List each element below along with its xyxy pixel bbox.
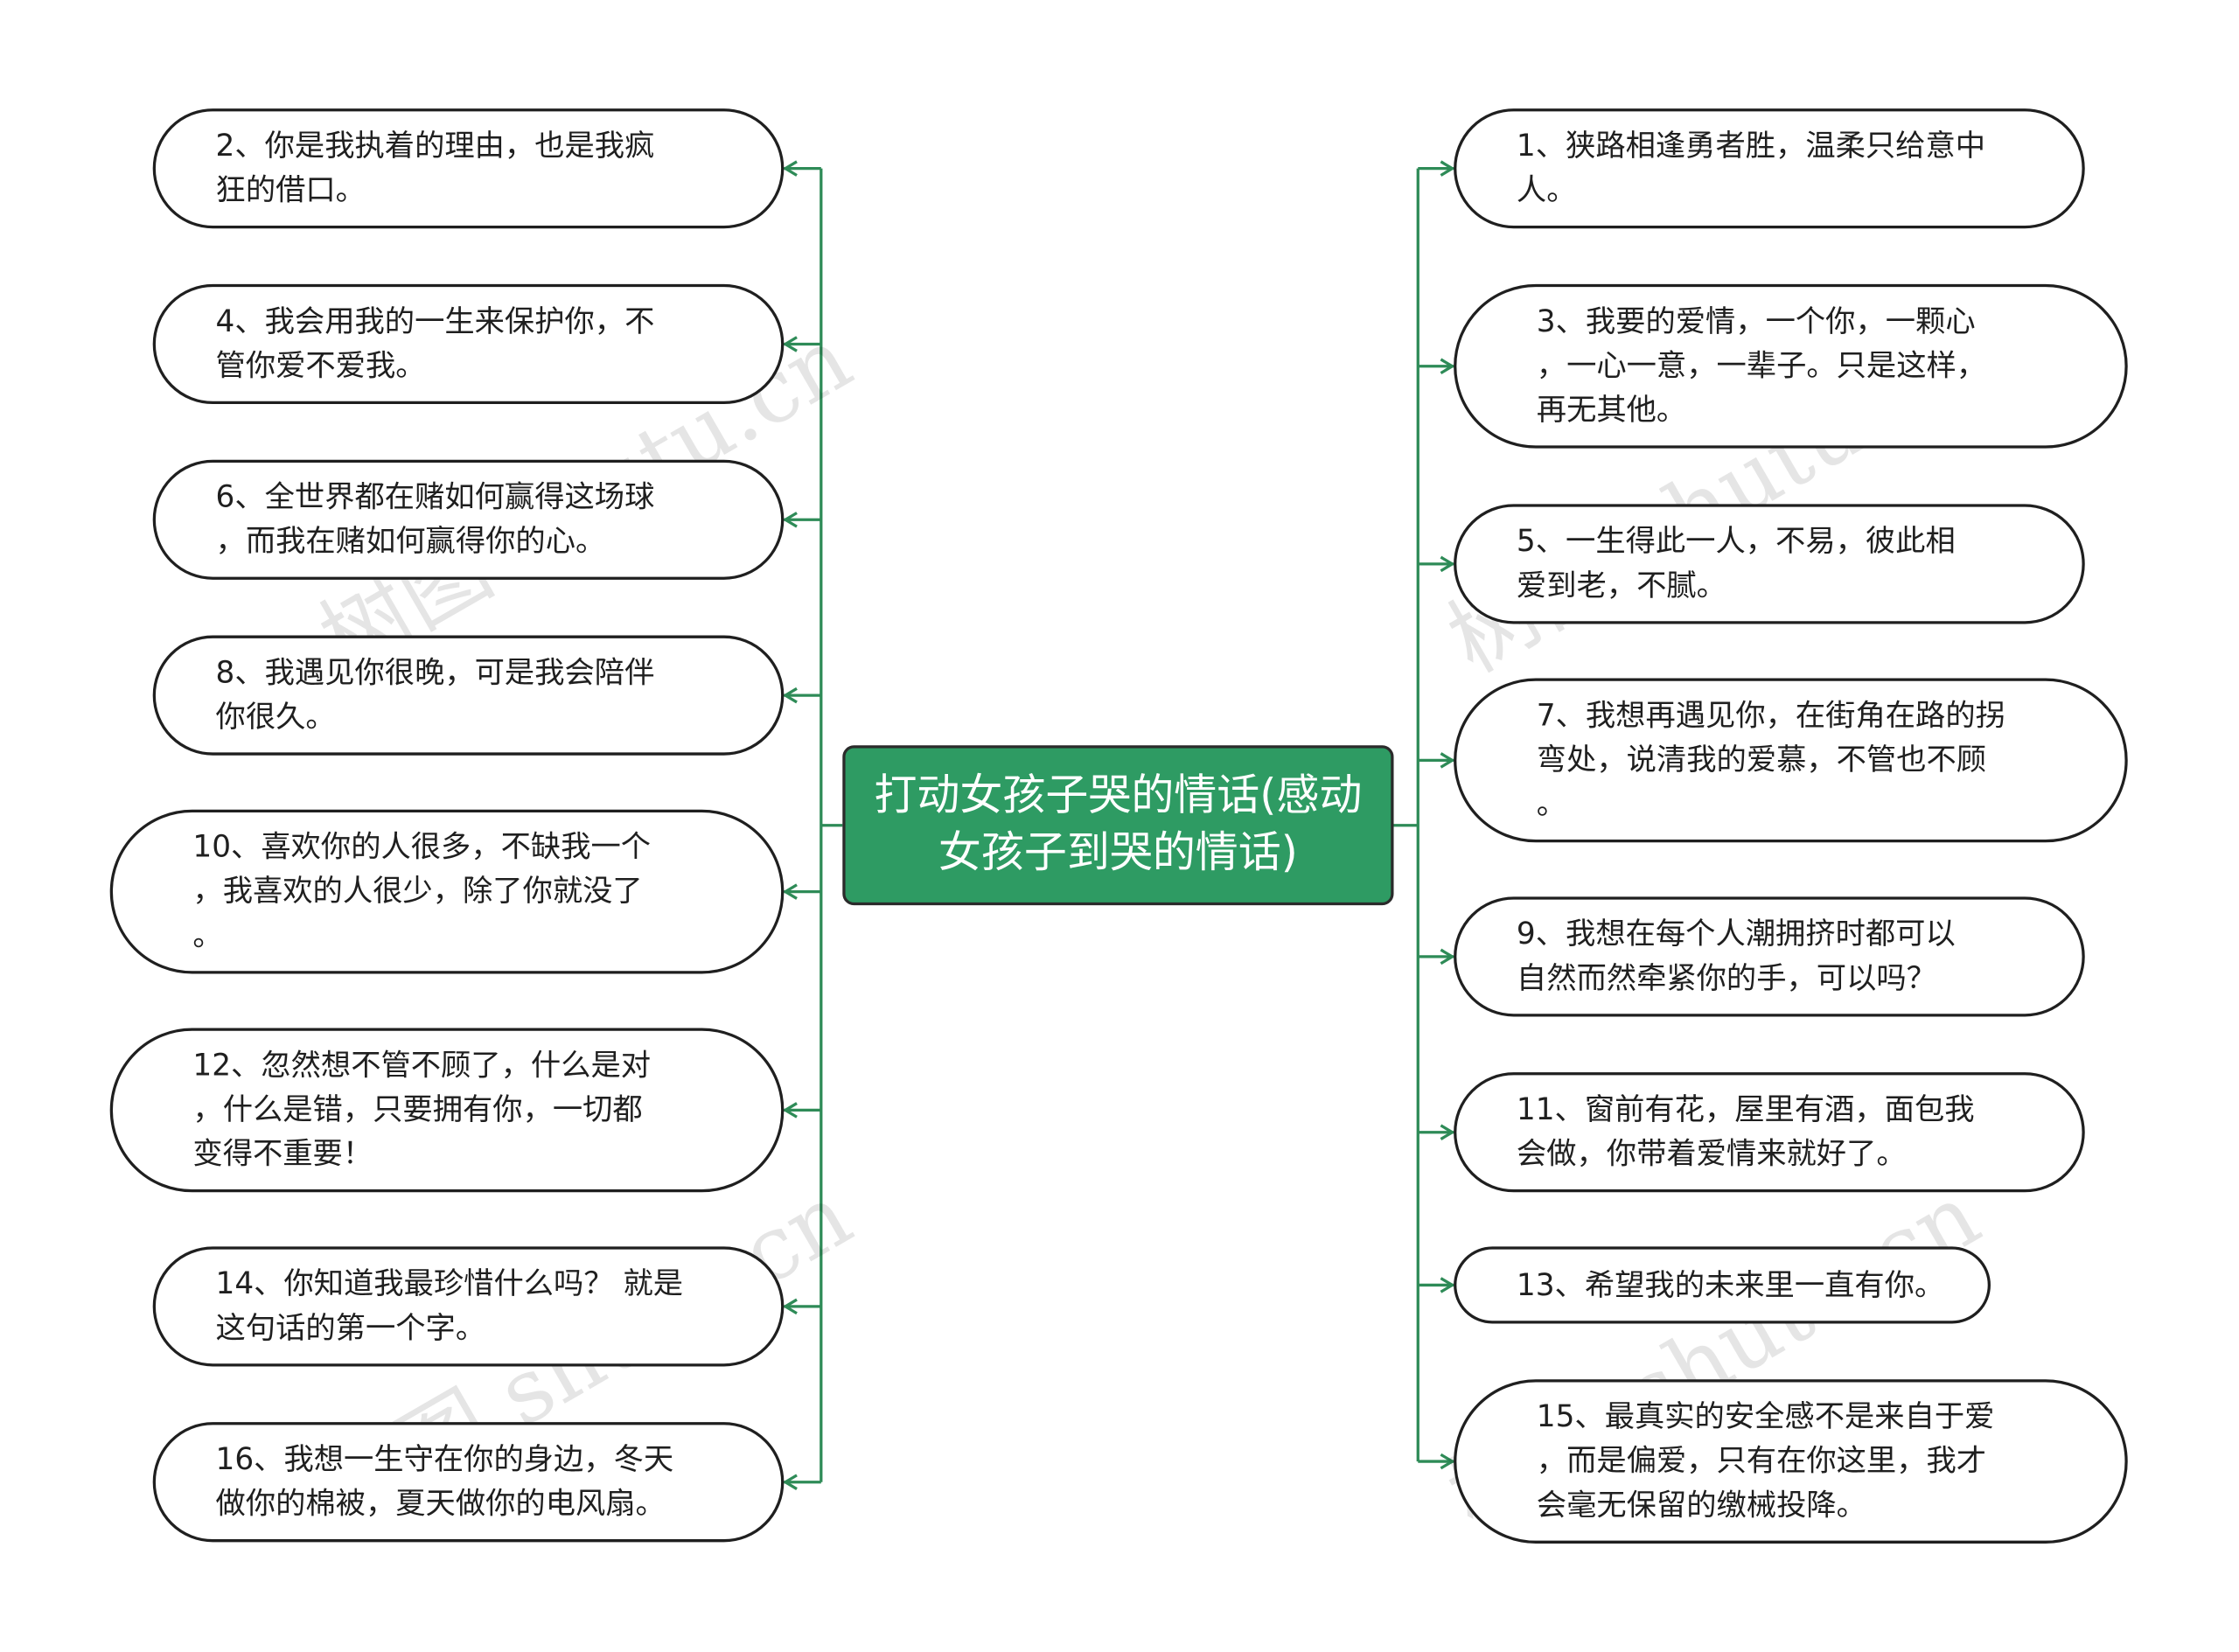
right-node-11[interactable]: 11、窗前有花，屋里有酒，面包我 会做，你带着爱情来就好了。 [1454, 1072, 2085, 1193]
right-node-9[interactable]: 9、我想在每个人潮拥挤时都可以 自然而然牵紧你的手，可以吗？ [1454, 896, 2085, 1017]
right-node-13[interactable]: 13、希望我的未来里一直有你。 [1454, 1246, 1991, 1324]
arrow-head [782, 1298, 798, 1315]
left-node-8[interactable]: 8、我遇见你很晚，可是我会陪伴 你很久。 [152, 635, 785, 756]
right-node-5[interactable]: 5、一生得此一人，不易，彼此相 爱到老，不腻。 [1454, 504, 2085, 624]
arrow-head [782, 336, 798, 352]
left-node-12[interactable]: 12、忽然想不管不顾了，什么是对 ，什么是错，只要拥有你，一切都 变得不重要！ [109, 1028, 785, 1193]
arrow-head [1440, 1277, 1455, 1293]
left-node-6[interactable]: 6、全世界都在赌如何赢得这场球 ，而我在赌如何赢得你的心。 [152, 459, 785, 580]
center-topic[interactable]: 打动女孩子哭的情话(感动女孩子到哭的情话) [842, 745, 1394, 906]
arrow-head [1440, 1453, 1455, 1470]
arrow-head [782, 1102, 798, 1119]
right-node-1[interactable]: 1、狭路相逢勇者胜，温柔只给意中 人。 [1454, 108, 2085, 229]
right-node-3[interactable]: 3、我要的爱情，一个你，一颗心 ，一心一意，一辈子。只是这样， 再无其他。 [1454, 283, 2128, 449]
arrow-head [1440, 160, 1455, 177]
arrow-head [1440, 948, 1455, 965]
arrow-head [782, 883, 798, 900]
left-node-16[interactable]: 16、我想一生守在你的身边，冬天 做你的棉被，夏天做你的电风扇。 [152, 1422, 785, 1543]
arrow-head [1440, 1124, 1455, 1140]
left-node-10[interactable]: 10、喜欢你的人很多，不缺我一个 ，我喜欢的人很少，除了你就没了 。 [109, 809, 785, 974]
arrow-head [1440, 752, 1455, 769]
arrow-head [1440, 555, 1455, 573]
arrow-head [782, 512, 798, 528]
right-node-7[interactable]: 7、我想再遇见你，在街角在路的拐 弯处，说清我的爱慕，不管也不顾 。 [1454, 678, 2128, 843]
right-node-15[interactable]: 15、最真实的安全感不是来自于爱 ，而是偏爱，只有在你这里，我才 会毫无保留的缴… [1454, 1379, 2128, 1544]
arrow-head [782, 687, 798, 704]
arrow-head [782, 1474, 798, 1490]
arrow-head [1440, 358, 1455, 375]
left-node-2[interactable]: 2、你是我执着的理由，也是我疯 狂的借口。 [152, 108, 785, 229]
left-node-4[interactable]: 4、我会用我的一生来保护你，不 管你爱不爱我。 [152, 283, 785, 405]
left-node-14[interactable]: 14、你知道我最珍惜什么吗？ 就是 这句话的第一个字。 [152, 1246, 785, 1367]
arrow-head [782, 160, 798, 177]
